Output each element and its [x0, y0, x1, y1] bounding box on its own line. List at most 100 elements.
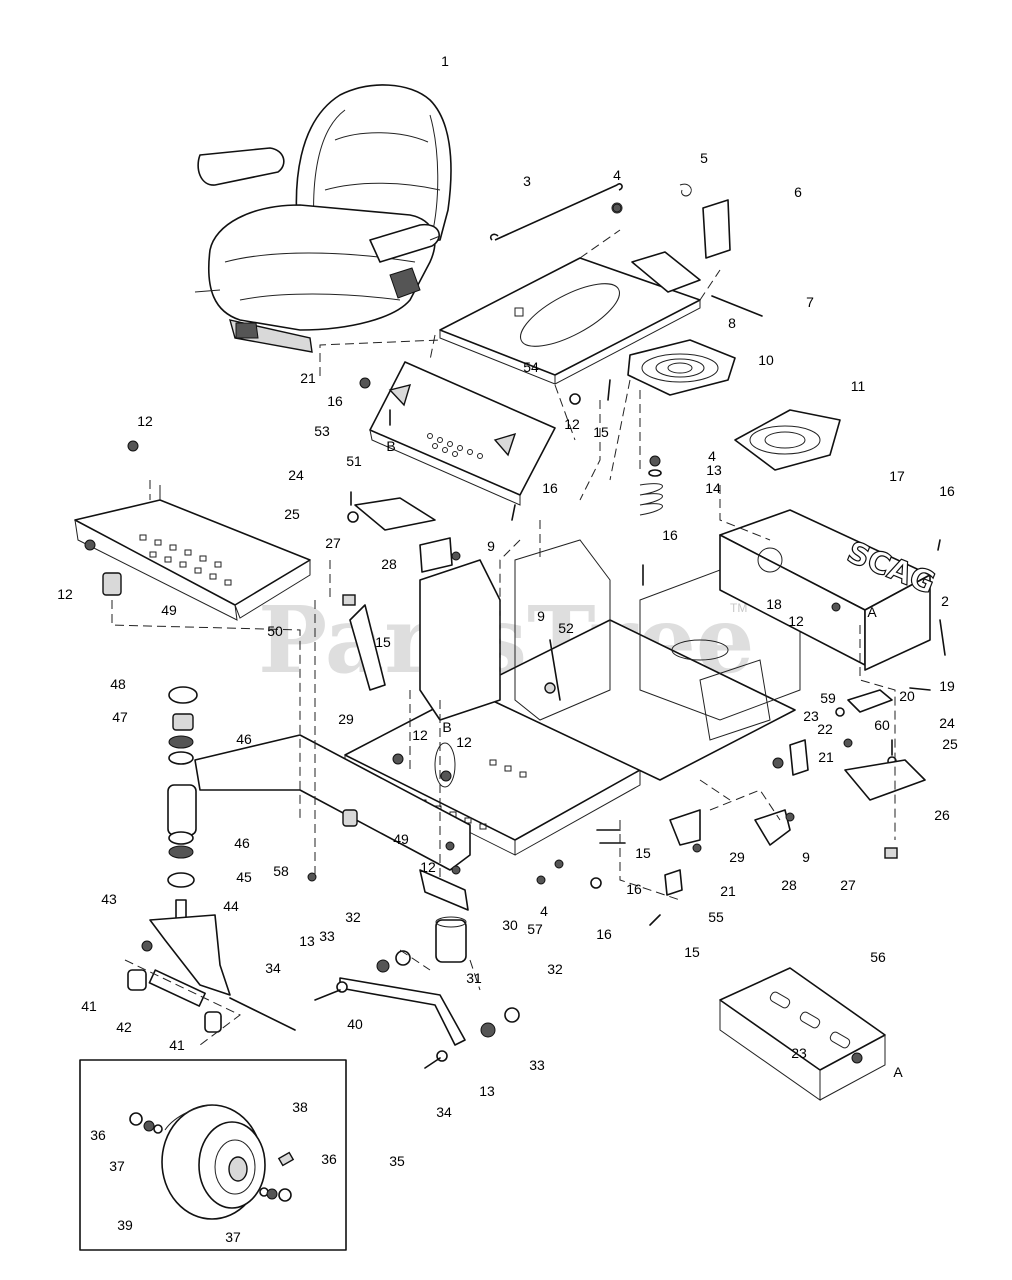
main-frame [194, 539, 801, 963]
callout-24: 24 [939, 715, 955, 731]
callout-11: 11 [851, 378, 866, 394]
callout-16: 16 [327, 393, 343, 409]
seat-assembly [194, 84, 452, 353]
foot-plate [74, 440, 311, 621]
callout-44: 44 [223, 898, 239, 914]
callout-24: 24 [288, 467, 304, 483]
callout-50: 50 [267, 623, 283, 639]
callout-17: 17 [889, 468, 905, 484]
callout-13: 13 [479, 1083, 495, 1099]
callout-49: 49 [393, 831, 409, 847]
callout-12: 12 [137, 413, 153, 429]
callout-23: 23 [803, 708, 819, 724]
callout-22: 22 [817, 721, 833, 737]
callout-6: 6 [794, 184, 802, 200]
callout-33: 33 [529, 1057, 545, 1073]
callout-34: 34 [265, 960, 281, 976]
axle-links [314, 950, 520, 1069]
callout-1: 1 [441, 53, 449, 69]
callout-16: 16 [596, 926, 612, 942]
callout-15: 15 [684, 944, 700, 960]
callout-9: 9 [537, 608, 545, 624]
callout-12: 12 [57, 586, 73, 602]
callout-B: B [386, 438, 395, 454]
callout-13: 13 [299, 933, 315, 949]
callout-25: 25 [284, 506, 300, 522]
callout-56: 56 [870, 949, 886, 965]
callout-32: 32 [345, 909, 361, 925]
callout-16: 16 [662, 527, 678, 543]
callout-15: 15 [375, 634, 391, 650]
callout-49: 49 [161, 602, 177, 618]
callout-35: 35 [389, 1153, 405, 1169]
assembly-lines [111, 339, 896, 1046]
callout-28: 28 [781, 877, 797, 893]
callout-16: 16 [939, 483, 955, 499]
callout-3: 3 [523, 173, 531, 189]
callout-8: 8 [728, 315, 736, 331]
callout-B: B [442, 719, 451, 735]
callout-33: 33 [319, 928, 335, 944]
callout-34: 34 [436, 1104, 452, 1120]
callout-25: 25 [942, 736, 958, 752]
callout-26: 26 [934, 807, 950, 823]
callout-9: 9 [487, 538, 495, 554]
callout-14: 14 [705, 480, 721, 496]
watermark-trademark: TM [730, 601, 747, 615]
callout-30: 30 [502, 917, 518, 933]
callout-45: 45 [236, 869, 252, 885]
callout-36: 36 [321, 1151, 337, 1167]
callout-12: 12 [420, 859, 436, 875]
callout-53: 53 [314, 423, 330, 439]
callout-39: 39 [117, 1217, 133, 1233]
callout-43: 43 [101, 891, 117, 907]
callout-55: 55 [708, 909, 724, 925]
callout-47: 47 [112, 709, 128, 725]
callout-29: 29 [729, 849, 745, 865]
callout-4: 4 [708, 448, 716, 464]
callout-21: 21 [818, 749, 834, 765]
callout-38: 38 [292, 1099, 308, 1115]
callout-28: 28 [381, 556, 397, 572]
callout-15: 15 [635, 845, 651, 861]
callout-4: 4 [613, 167, 621, 183]
callout-27: 27 [325, 535, 341, 551]
callout-9: 9 [802, 849, 810, 865]
callout-12: 12 [456, 734, 472, 750]
callout-32: 32 [547, 961, 563, 977]
callout-20: 20 [899, 688, 915, 704]
callout-36: 36 [90, 1127, 106, 1143]
callout-21: 21 [720, 883, 736, 899]
callout-12: 12 [564, 416, 580, 432]
callout-23: 23 [791, 1045, 807, 1061]
callout-46: 46 [236, 731, 252, 747]
callout-19: 19 [939, 678, 955, 694]
callout-A: A [893, 1064, 903, 1080]
callout-29: 29 [338, 711, 354, 727]
callout-40: 40 [347, 1016, 363, 1032]
callout-41: 41 [81, 998, 97, 1014]
seat-plate-assembly [429, 183, 841, 481]
callout-12: 12 [788, 613, 804, 629]
rear-cover [719, 967, 886, 1101]
callout-41: 41 [169, 1037, 185, 1053]
callout-A: A [867, 604, 877, 620]
callout-5: 5 [700, 150, 708, 166]
callout-54: 54 [523, 359, 539, 375]
callout-27: 27 [840, 877, 856, 893]
callout-37: 37 [109, 1158, 125, 1174]
callout-60: 60 [874, 717, 890, 733]
callout-16: 16 [626, 881, 642, 897]
callout-57: 57 [527, 921, 543, 937]
wheel-inset [79, 1059, 347, 1251]
callout-2: 2 [941, 593, 949, 609]
callout-21: 21 [300, 370, 316, 386]
callout-10: 10 [758, 352, 774, 368]
callout-15: 15 [593, 424, 609, 440]
callout-4: 4 [540, 903, 548, 919]
callout-46: 46 [234, 835, 250, 851]
hardware [307, 203, 946, 926]
callout-12: 12 [412, 727, 428, 743]
